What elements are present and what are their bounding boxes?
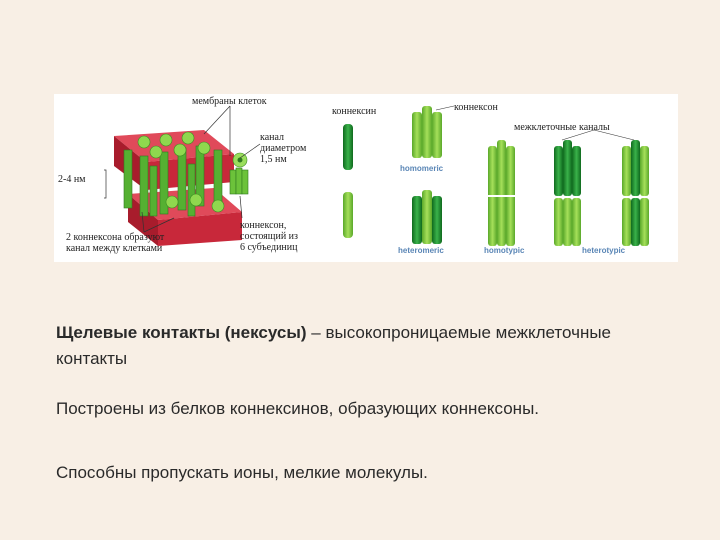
label-two-connexons: 2 коннексона образуют канал между клетка… bbox=[66, 232, 165, 254]
gap-junction-figure: мембраны клеток 2-4 нм канал диаметром 1… bbox=[54, 94, 678, 262]
channel-homotypic-2 bbox=[554, 140, 581, 246]
paragraph-permeability: Способны пропускать ионы, мелкие молекул… bbox=[56, 463, 428, 482]
label-gap-width: 2-4 нм bbox=[58, 174, 86, 185]
label-intercellular-channels: межклеточные каналы bbox=[514, 122, 610, 133]
channel-homotypic-1 bbox=[488, 140, 515, 246]
label-channel-diameter: канал диаметром 1,5 нм bbox=[260, 132, 307, 165]
label-connexin: коннексин bbox=[332, 106, 377, 117]
leader-lines bbox=[104, 105, 261, 233]
connexin-light bbox=[343, 192, 353, 238]
term-gap-junctions: Щелевые контакты (нексусы) bbox=[56, 323, 307, 342]
tag-heteromeric: heteromeric bbox=[398, 246, 444, 255]
tag-homomeric: homomeric bbox=[400, 164, 444, 173]
channel-heterotypic bbox=[622, 140, 649, 246]
gap-junction-illustration bbox=[104, 105, 649, 246]
paragraph-definition: Щелевые контакты (нексусы) – высокопрони… bbox=[56, 320, 676, 372]
label-connexon-six-subunits: коннексон, состоящий из 6 субъединиц bbox=[240, 220, 298, 253]
membrane-block bbox=[114, 130, 249, 246]
heteromeric-connexon bbox=[412, 190, 442, 244]
label-membranes: мембраны клеток bbox=[192, 96, 267, 107]
tag-heterotypic: heterotypic bbox=[582, 246, 626, 255]
homomeric-connexon bbox=[412, 106, 442, 158]
label-connexon: коннексон bbox=[454, 102, 498, 113]
paragraph-structure: Построены из белков коннексинов, образую… bbox=[56, 399, 540, 418]
connexin-dark bbox=[343, 124, 353, 170]
definition-text: – высокопроницаемые межклеточные контакт… bbox=[56, 323, 612, 368]
tag-homotypic: homotypic bbox=[484, 246, 525, 255]
